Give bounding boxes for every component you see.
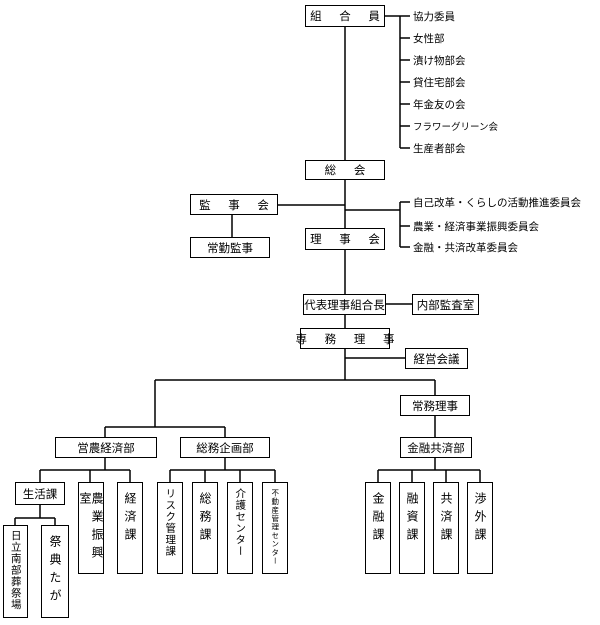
saiten-taga-label: 祭典たが <box>48 535 62 607</box>
rijikai-committee-2: 農業・経済事業振興委員会 <box>413 221 539 233</box>
einou-dept-box: 営農経済部 <box>55 437 157 458</box>
daihyo-label: 代表理事組合長 <box>304 297 385 312</box>
jomu-label: 常務理事 <box>412 398 458 413</box>
soumu-ka-box: 総務課 <box>192 482 218 574</box>
fudousan-center-label: 不動産管理センター <box>270 489 280 566</box>
kinyu-dept-label: 金融共済部 <box>407 440 465 455</box>
kinyu-ka-box: 金融課 <box>365 482 391 574</box>
yushi-ka-box: 融資課 <box>399 482 425 574</box>
senmu-box: 専 務 理 事 <box>296 328 394 349</box>
kyousai-ka-label: 共済課 <box>439 492 453 546</box>
keizai-ka-label: 経済課 <box>123 492 137 546</box>
jomu-box: 常務理事 <box>400 395 470 416</box>
risk-kanri-label: リスク管理課 <box>164 488 177 557</box>
committee-7: 生産者部会 <box>413 143 466 155</box>
daihyo-box: 代表理事組合長 <box>303 294 386 315</box>
committee-6: フラワーグリーン会 <box>413 122 499 133</box>
committee-2: 女性部 <box>413 33 445 45</box>
shougai-ka-box: 渉外課 <box>467 482 493 574</box>
einou-dept-label: 営農経済部 <box>77 440 135 455</box>
kaigo-center-box: 介護センター <box>227 482 253 574</box>
nougyou-shinkou-box: 農業振興室 <box>78 482 104 574</box>
rijikai-label: 理 事 会 <box>310 232 387 246</box>
risk-kanri-box: リスク管理課 <box>157 482 183 574</box>
soumu-ka-label: 総務課 <box>198 492 212 546</box>
naibu-kansa-label: 内部監査室 <box>416 297 475 312</box>
seikatsu-box: 生活課 <box>15 482 65 505</box>
naibu-kansa-box: 内部監査室 <box>412 294 479 315</box>
jokin-kanji-box: 常勤監事 <box>190 237 270 258</box>
sousaijo-label: 日立南部葬祭場 <box>9 530 22 611</box>
seikatsu-label: 生活課 <box>22 486 58 501</box>
kanjikai-label: 監 事 会 <box>199 197 276 212</box>
keiei-kaigi-box: 経営会議 <box>405 348 468 369</box>
rijikai-committee-1: 自己改革・くらしの活動推進委員会 <box>413 197 581 209</box>
rijikai-committee-3: 金融・共済改革委員会 <box>413 242 518 254</box>
shougai-ka-label: 渉外課 <box>473 492 487 546</box>
yushi-ka-label: 融資課 <box>405 492 419 546</box>
committee-3: 漬け物部会 <box>413 55 466 67</box>
soukai-label: 総 会 <box>324 163 373 177</box>
soumu-dept-box: 総務企画部 <box>180 437 270 458</box>
rijikai-box: 理 事 会 <box>305 228 385 250</box>
sousaijo-box: 日立南部葬祭場 <box>3 525 28 618</box>
soukai-box: 総 会 <box>305 160 385 180</box>
committee-1: 協力委員 <box>413 11 455 23</box>
committee-5: 年金友の会 <box>413 99 466 111</box>
fudousan-center-box: 不動産管理センター <box>262 482 288 574</box>
kyousai-ka-box: 共済課 <box>433 482 459 574</box>
kumiaiin-box: 組 合 員 <box>305 5 385 27</box>
kumiaiin-label: 組 合 員 <box>310 9 387 23</box>
nougyou-shinkou-label: 農業振興室 <box>78 492 104 564</box>
kinyu-ka-label: 金融課 <box>371 492 385 546</box>
soumu-dept-label: 総務企画部 <box>196 440 254 455</box>
kaigo-center-label: 介護センター <box>234 488 247 557</box>
committee-4: 貸住宅部会 <box>413 77 466 89</box>
keizai-ka-box: 経済課 <box>117 482 143 574</box>
senmu-label: 専 務 理 事 <box>295 331 402 346</box>
keiei-kaigi-label: 経営会議 <box>413 351 460 366</box>
jokin-kanji-label: 常勤監事 <box>207 240 253 255</box>
saiten-taga-box: 祭典たが <box>41 525 69 618</box>
kinyu-dept-box: 金融共済部 <box>400 437 472 458</box>
kanjikai-box: 監 事 会 <box>190 194 278 215</box>
